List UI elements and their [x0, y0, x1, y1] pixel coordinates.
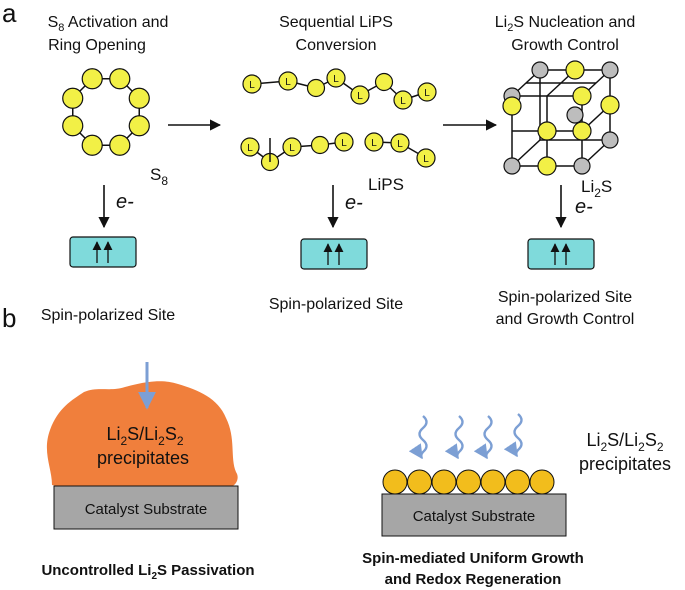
right-precip-line1: Li2S/Li2S2: [586, 430, 663, 454]
col1-site-label: Spin-polarized Site: [41, 307, 175, 324]
col2-electron: e-: [345, 192, 363, 214]
right-caption-line2: and Redox Regeneration: [385, 571, 562, 588]
right-substrate-label: Catalyst Substrate: [413, 508, 536, 525]
col3-title-line2: Growth Control: [511, 37, 619, 54]
sulfur-atom: [374, 72, 394, 92]
lithium-atom-label: L: [341, 138, 347, 149]
lithium-atom-label: L: [397, 139, 403, 150]
lithium-atom: [278, 71, 298, 91]
panel-b-label: b: [2, 303, 16, 333]
sulfur-atom: [81, 134, 103, 156]
lithium-atom: [417, 82, 437, 102]
left-caption: Uncontrolled Li2S Passivation: [41, 562, 254, 582]
lithium-atom: [242, 74, 262, 94]
lithium-atom-label: L: [371, 138, 377, 149]
li2s-particle: [456, 469, 481, 495]
wavy-arrows: [408, 413, 523, 460]
col2-title-line1: Sequential LiPS: [279, 14, 393, 31]
sulfur-atom: [109, 134, 131, 156]
blob-precip-line2: precipitates: [97, 448, 189, 468]
uniform-particles: [382, 469, 555, 495]
lithium-atom-label: L: [285, 77, 291, 88]
col3-electron: e-: [575, 196, 593, 218]
lithium-atom-label: L: [289, 143, 295, 154]
li2s-particle: [529, 469, 555, 495]
col2-title-line2: Conversion: [296, 37, 377, 54]
col1-electron: e-: [116, 191, 134, 213]
sulfur-atom: [310, 135, 330, 155]
sulfur-atom: [306, 78, 326, 98]
left-catalyst-substrate: [53, 485, 239, 530]
sulfur-atom: [109, 68, 131, 90]
li2s-particle: [505, 469, 530, 495]
lithium-atom: [364, 132, 384, 152]
s8-label: S8: [150, 165, 168, 188]
s8-ring: [62, 68, 150, 156]
sulfur-atom: [62, 115, 84, 137]
lithium-atom-label: L: [357, 91, 363, 102]
col1-title-line2: Ring Opening: [48, 37, 146, 54]
li2s-particle: [382, 469, 408, 495]
col1-spin-site-box: [69, 236, 137, 268]
lithium-atom: [326, 68, 346, 88]
right-catalyst-substrate: [381, 493, 567, 537]
lithium-atom-label: L: [423, 154, 429, 165]
col3-spin-site-box: [527, 238, 595, 270]
lips-label: LiPS: [368, 175, 404, 194]
lithium-atom-label: L: [400, 96, 406, 107]
li2s-particle: [480, 469, 506, 495]
col3-site-label-line1: Spin-polarized Site: [498, 289, 632, 306]
col3-site-label-line2: and Growth Control: [496, 311, 635, 328]
lithium-atom: [240, 137, 260, 157]
panel-a-label: a: [2, 0, 17, 28]
lithium-atom-label: L: [247, 143, 253, 154]
lithium-atom: [334, 132, 354, 152]
lithium-atom-label: L: [249, 80, 255, 91]
left-substrate-label: Catalyst Substrate: [85, 501, 208, 518]
li2s-crystal-cube: [502, 60, 620, 176]
lithium-atom: [390, 133, 410, 153]
li2s-particle: [431, 469, 457, 495]
sulfur-atom: [81, 68, 103, 90]
col2-spin-site-box: [300, 238, 368, 270]
sulfur-atom: [62, 87, 84, 109]
lithium-atom: [416, 148, 436, 168]
lithium-atom: [393, 90, 413, 110]
sulfur-atom: [128, 115, 150, 137]
right-caption-line1: Spin-mediated Uniform Growth: [362, 550, 584, 567]
lips-chains: L L L L L L L L L L L L: [240, 68, 437, 172]
lithium-atom: [282, 137, 302, 157]
col1-title-line1: S8 Activation and: [48, 14, 169, 34]
lithium-atom-label: L: [333, 74, 339, 85]
li2s-particle: [407, 469, 432, 495]
sulfur-atom: [128, 87, 150, 109]
precipitate-blob: [46, 381, 238, 486]
lithium-atom: [350, 85, 370, 105]
lithium-atom-label: L: [424, 88, 430, 99]
col3-title-line1: Li2S Nucleation and: [495, 14, 635, 34]
right-precip-line2: precipitates: [579, 454, 671, 474]
col2-site-label: Spin-polarized Site: [269, 296, 403, 313]
li2s-label: Li2S: [581, 177, 612, 200]
